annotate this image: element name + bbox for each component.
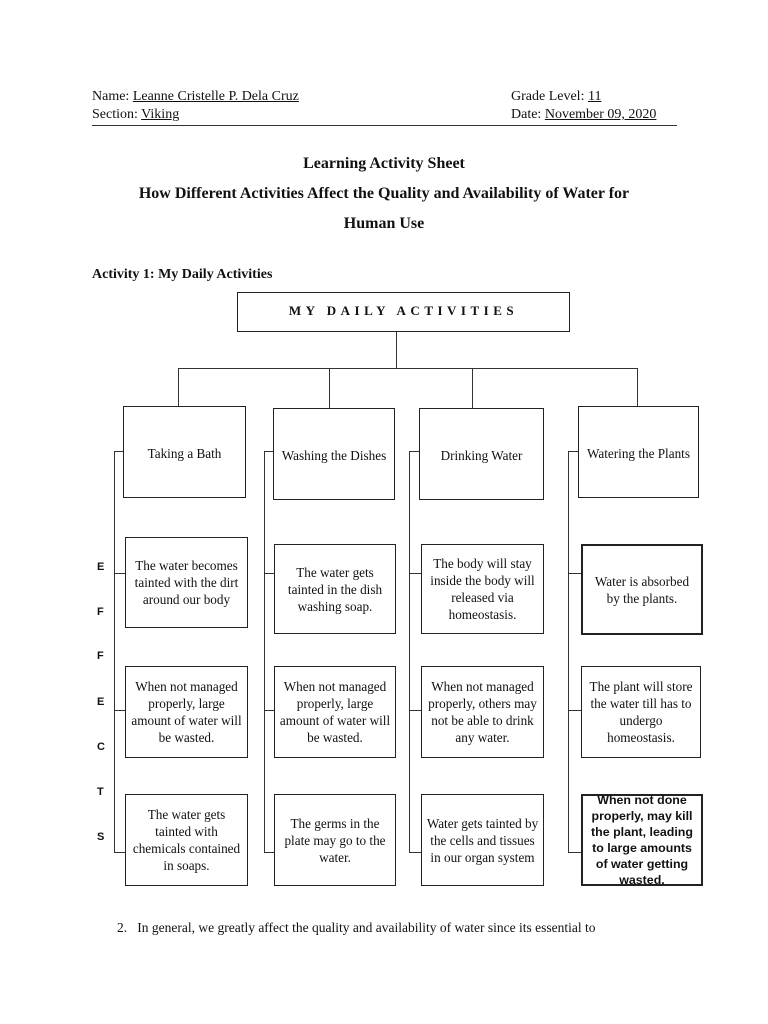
effects-letter: C — [97, 741, 105, 753]
branch-1 — [178, 368, 179, 406]
effects-letter: F — [97, 606, 104, 618]
branch-bar — [178, 368, 638, 369]
bracket-top-2 — [264, 451, 273, 452]
bracket-4-a — [568, 573, 581, 574]
root-node: MY DAILY ACTIVITIES — [237, 292, 570, 332]
name-field: Name: Leanne Cristelle P. Dela Cruz — [92, 89, 299, 105]
effect-box: Water is absorbed by the plants. — [581, 544, 703, 635]
grade-field: Grade Level: 11 — [511, 89, 601, 105]
root-connector — [396, 332, 397, 368]
date-value: November 09, 2020 — [544, 107, 657, 122]
name-label: Name: — [92, 89, 130, 104]
sheet-subtitle-line1: How Different Activities Affect the Qual… — [138, 185, 630, 202]
effect-box: When not managed properly, large amount … — [274, 666, 396, 758]
bracket-4-c — [568, 852, 581, 853]
bracket-1-c — [114, 852, 125, 853]
grade-value: 11 — [587, 89, 602, 104]
date-label: Date: — [511, 107, 542, 122]
sheet-title: Learning Activity Sheet — [303, 155, 465, 172]
section-value: Viking — [141, 107, 180, 122]
activity-taking-bath: Taking a Bath — [123, 406, 246, 498]
bracket-3-b — [409, 710, 421, 711]
activity-washing-dishes: Washing the Dishes — [273, 408, 395, 500]
activity-heading: Activity 1: My Daily Activities — [92, 267, 273, 282]
effects-letter: T — [97, 786, 104, 798]
sheet-subtitle-line2: Human Use — [343, 215, 425, 232]
branch-3 — [472, 368, 473, 408]
bracket-top-3 — [409, 451, 419, 452]
bracket-3 — [409, 451, 410, 853]
bracket-1-a — [114, 573, 125, 574]
effect-box: When not done properly, may kill the pla… — [581, 793, 703, 887]
activity-watering-plants: Watering the Plants — [578, 406, 699, 498]
bracket-top-4 — [568, 451, 578, 452]
effect-box: When not managed properly, others may no… — [421, 666, 544, 758]
grade-label: Grade Level: — [511, 89, 585, 104]
bracket-4-b — [568, 710, 581, 711]
bracket-2-c — [264, 852, 274, 853]
activity-drinking-water: Drinking Water — [419, 408, 544, 500]
bracket-2-a — [264, 573, 274, 574]
bracket-1-b — [114, 710, 125, 711]
effect-box: The body will stay inside the body will … — [421, 544, 544, 634]
bracket-2 — [264, 451, 265, 853]
effect-box: The plant will store the water till has … — [581, 666, 701, 758]
effect-box: The germs in the plate may go to the wat… — [274, 794, 396, 886]
section-field: Section: Viking — [92, 107, 179, 123]
effect-box: The water gets tainted in the dish washi… — [274, 544, 396, 634]
effect-box: The water becomes tainted with the dirt … — [125, 537, 248, 628]
bracket-3-c — [409, 852, 421, 853]
bracket-1 — [114, 451, 115, 853]
bracket-4 — [568, 451, 569, 853]
effect-box: When not managed properly, large amount … — [125, 666, 248, 758]
bracket-2-b — [264, 710, 274, 711]
header-rule — [92, 125, 677, 126]
branch-4 — [637, 368, 638, 406]
effect-box: Water gets tainted by the cells and tiss… — [421, 794, 544, 886]
bracket-3-a — [409, 573, 421, 574]
date-field: Date: November 09, 2020 — [511, 107, 656, 123]
effects-letter: F — [97, 650, 104, 662]
effects-letter: S — [97, 831, 105, 843]
answer-2: 2. In general, we greatly affect the qua… — [117, 920, 595, 936]
branch-2 — [329, 368, 330, 408]
answer-text: In general, we greatly affect the qualit… — [137, 920, 596, 935]
effects-letter: E — [97, 561, 105, 573]
name-value: Leanne Cristelle P. Dela Cruz — [132, 89, 299, 104]
effect-box: The water gets tainted with chemicals co… — [125, 794, 248, 886]
answer-number: 2. — [117, 920, 128, 935]
bracket-top-1 — [114, 451, 123, 452]
effects-letter: E — [97, 696, 105, 708]
section-label: Section: — [92, 107, 138, 122]
